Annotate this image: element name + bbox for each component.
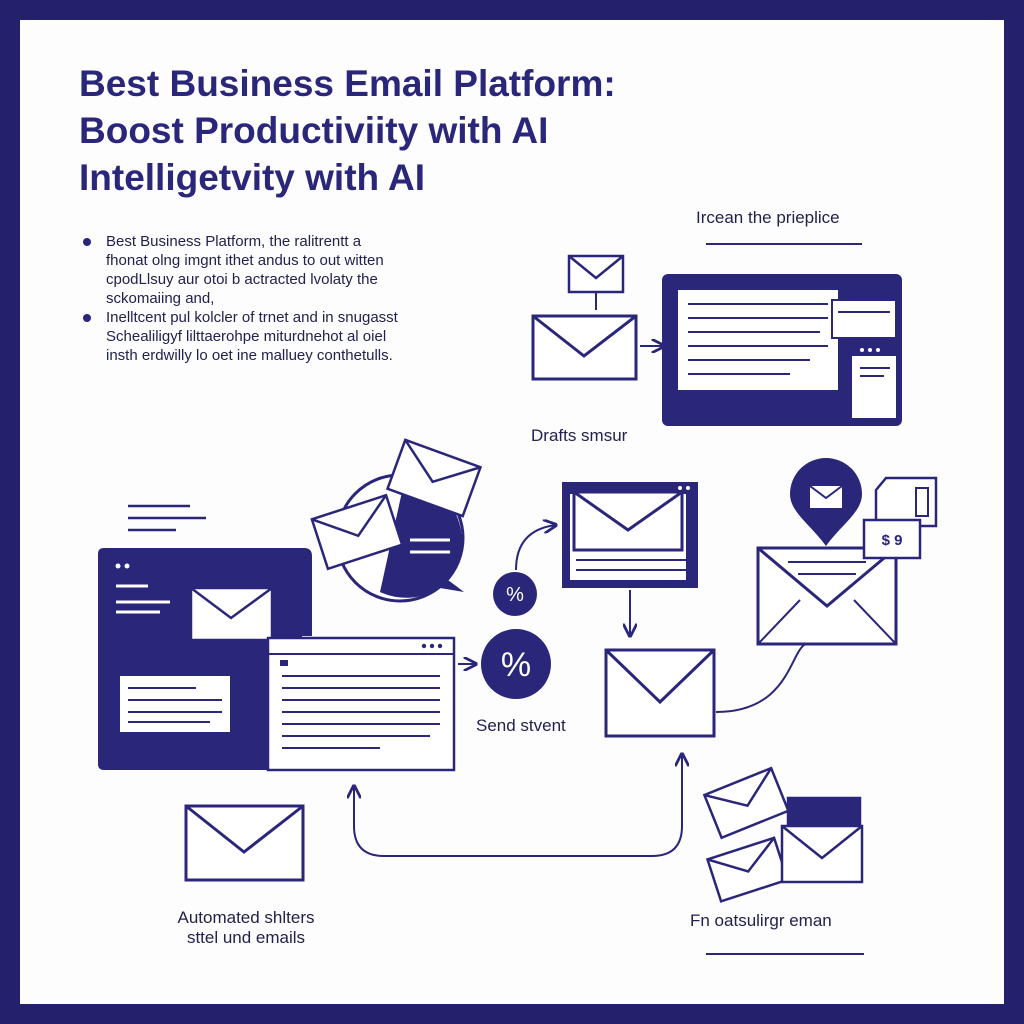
bullet-dot: [83, 238, 91, 246]
title-line-1: Best Business Email Platform:: [79, 63, 616, 104]
envelope-icon: [310, 493, 404, 571]
envelope-icon: [604, 648, 716, 738]
top-right-heading: Ircean the prieplice: [696, 208, 840, 227]
text-lines-icon: [128, 504, 206, 532]
send-label: Send stvent: [476, 716, 566, 735]
envelope-icon: [385, 438, 483, 518]
envelope-icon: [705, 836, 790, 903]
bullet-line: Schealiligyf lilttaerohpe miturdnehot al…: [106, 328, 387, 345]
envelope-icon: [780, 796, 864, 884]
percent-icon: %: [481, 629, 551, 699]
bullet-line: sckomaiing and,: [106, 290, 215, 307]
envelope-icon: [184, 804, 305, 882]
envelope-icon: [531, 314, 638, 381]
location-pin-icon: [790, 458, 862, 546]
arrow-icon: [515, 525, 556, 571]
envelope-icon: [567, 254, 625, 294]
dollar-tag-icon: $ 9: [862, 476, 938, 560]
bullet-item: Inelltcent pul kolcler of trnet and in s…: [80, 308, 480, 365]
envelope-icon: [756, 546, 898, 646]
browser-window-icon: [562, 482, 698, 588]
title-line-2: Boost Productiviity with AI: [79, 110, 549, 151]
drafts-label: Drafts smsur: [531, 426, 628, 445]
bullet-list: Best Business Platform, the ralitrentt a…: [80, 232, 480, 365]
browser-window-icon: [266, 636, 456, 772]
bullet-item: Best Business Platform, the ralitrentt a…: [80, 232, 480, 308]
dollar-tag-label: $ 9: [882, 532, 903, 549]
bullet-line: insth erdwilly lo oet ine malluey conthe…: [106, 347, 393, 364]
arrow-icon: [354, 754, 682, 857]
bullet-dot: [83, 314, 91, 322]
bullet-line: Inelltcent pul kolcler of trnet and in s…: [106, 309, 398, 326]
page-title: Best Business Email Platform: Boost Prod…: [79, 60, 779, 201]
percent-label: %: [506, 584, 524, 606]
bottom-right-label: Fn oatsulirgr eman: [690, 911, 832, 930]
bullet-line: fhonat olng imgnt ithet andus to out wit…: [106, 252, 384, 269]
bullet-line: Best Business Platform, the ralitrentt a: [106, 233, 362, 250]
automated-label-line-1: Automated shlters: [177, 908, 315, 927]
automated-label-line-2: sttel und emails: [186, 928, 306, 947]
envelope-icon: [189, 586, 274, 642]
percent-icon: %: [493, 572, 537, 616]
bullet-line: cpodLlsuy aur otoi b actracted lvolaty t…: [106, 271, 378, 288]
percent-label: %: [501, 646, 531, 684]
connector-line: [715, 643, 807, 713]
title-line-3: Intelligetvity with AI: [79, 157, 426, 198]
browser-window-icon: [662, 274, 902, 426]
envelope-icon: [702, 766, 790, 840]
automated-label: Automated shlters sttel und emails: [156, 908, 336, 948]
